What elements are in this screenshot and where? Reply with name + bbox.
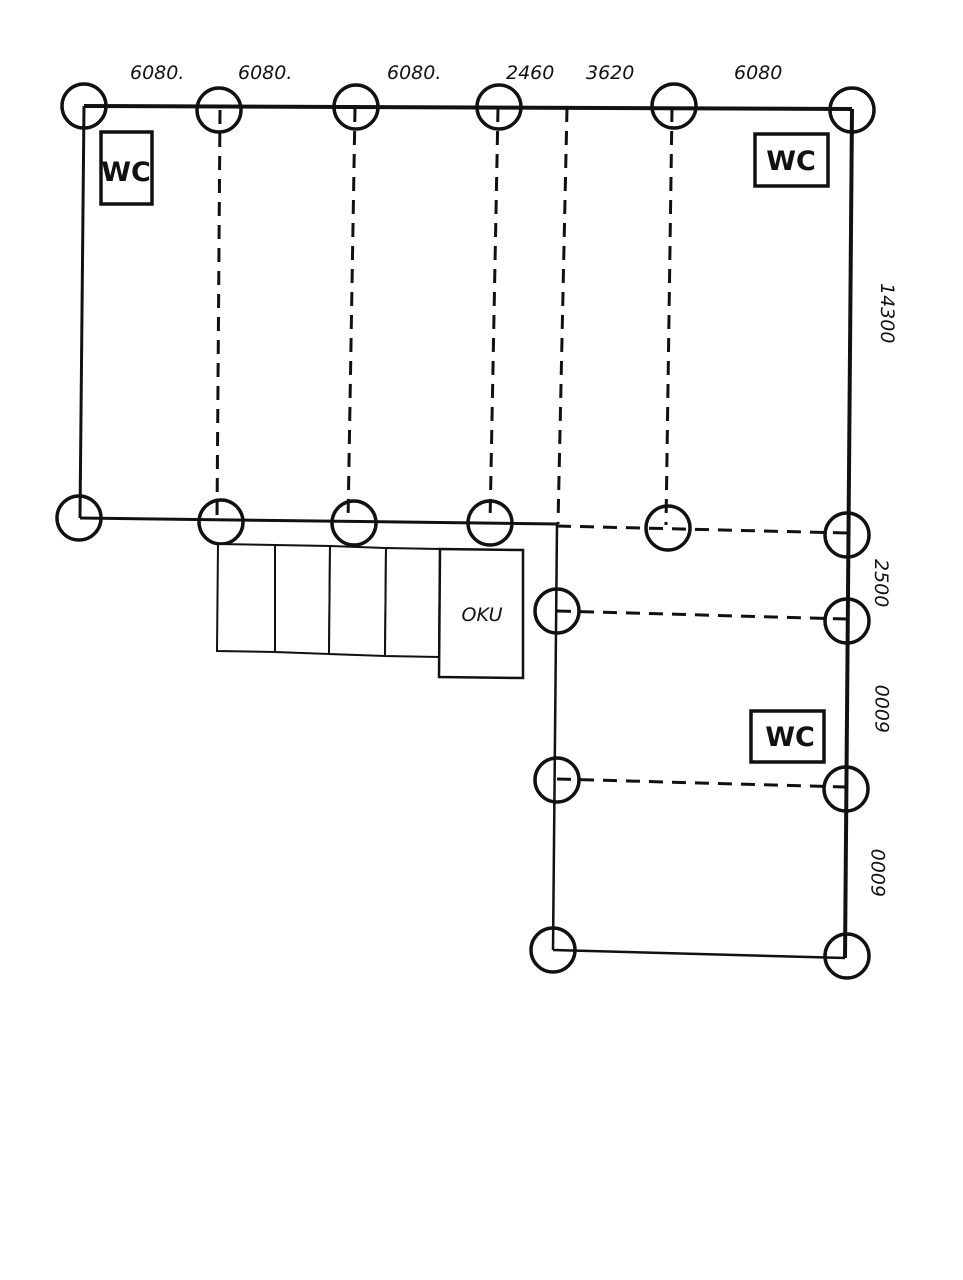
column-marker xyxy=(644,504,692,552)
top-dimensions: 6080. 6080. 6080. 2460 3620 6080 xyxy=(130,62,782,84)
top-dimension-6: 6080 xyxy=(734,62,782,84)
grid-line-h3 xyxy=(556,777,846,789)
column-marker xyxy=(533,756,581,804)
side-dimensions: 14300 2500 6000 6000 xyxy=(868,283,898,897)
wall-top xyxy=(83,104,853,111)
column-marker xyxy=(650,82,698,130)
column-marker xyxy=(55,494,103,542)
column-marker xyxy=(533,587,581,635)
column-marker xyxy=(197,498,245,546)
small-room xyxy=(383,546,442,659)
column-marker xyxy=(332,83,380,131)
small-room xyxy=(327,544,388,658)
top-dimension-5: 3620 xyxy=(586,62,634,84)
column-marker xyxy=(330,499,378,547)
outer-walls xyxy=(78,104,854,960)
wall-upper-bottom xyxy=(79,516,558,526)
top-dimension-2: 6080. xyxy=(238,62,292,84)
column-marker xyxy=(529,926,577,974)
grid-line-h1 xyxy=(556,524,848,535)
column-marker xyxy=(823,597,871,645)
wc-label: WC xyxy=(766,146,816,177)
oku-room: OKU xyxy=(437,547,525,680)
column-marker xyxy=(823,932,871,980)
small-room xyxy=(215,542,276,654)
column-marker xyxy=(823,511,871,559)
column-marker xyxy=(60,82,108,130)
side-dimension-2: 2500 xyxy=(870,559,892,607)
wc-room-upper-right: WC xyxy=(753,132,830,188)
grid-line-v4 xyxy=(556,107,569,525)
small-room xyxy=(274,543,332,656)
wall-right xyxy=(843,108,854,959)
wall-bottom xyxy=(552,948,846,960)
side-dimension-1: 14300 xyxy=(876,283,898,343)
wc-room-upper-left: WC xyxy=(99,130,154,206)
grid-line-h2 xyxy=(556,609,848,621)
column-marker xyxy=(475,83,523,131)
column-marker xyxy=(828,86,876,134)
top-dimension-4: 2460 xyxy=(506,62,554,84)
grid-lines xyxy=(215,107,848,789)
wc-room-lower-right: WC xyxy=(749,709,826,764)
wall-inner-vertical xyxy=(551,523,559,951)
column-marker xyxy=(195,86,243,134)
small-rooms xyxy=(215,542,442,659)
wc-label: WC xyxy=(765,722,815,753)
wall-left xyxy=(78,105,86,519)
oku-label: OKU xyxy=(462,604,503,626)
wc-label: WC xyxy=(101,157,151,188)
grid-line-v3 xyxy=(488,107,500,524)
grid-line-v2 xyxy=(346,107,357,523)
top-dimension-3: 6080. xyxy=(387,62,441,84)
top-dimension-1: 6080. xyxy=(130,62,184,84)
side-dimension-3: 6000 xyxy=(872,685,894,733)
grid-line-v1 xyxy=(215,109,222,521)
grid-line-v5 xyxy=(664,107,674,526)
column-marker xyxy=(822,765,870,813)
column-marker xyxy=(466,499,514,547)
side-dimension-4: 6000 xyxy=(868,849,890,897)
